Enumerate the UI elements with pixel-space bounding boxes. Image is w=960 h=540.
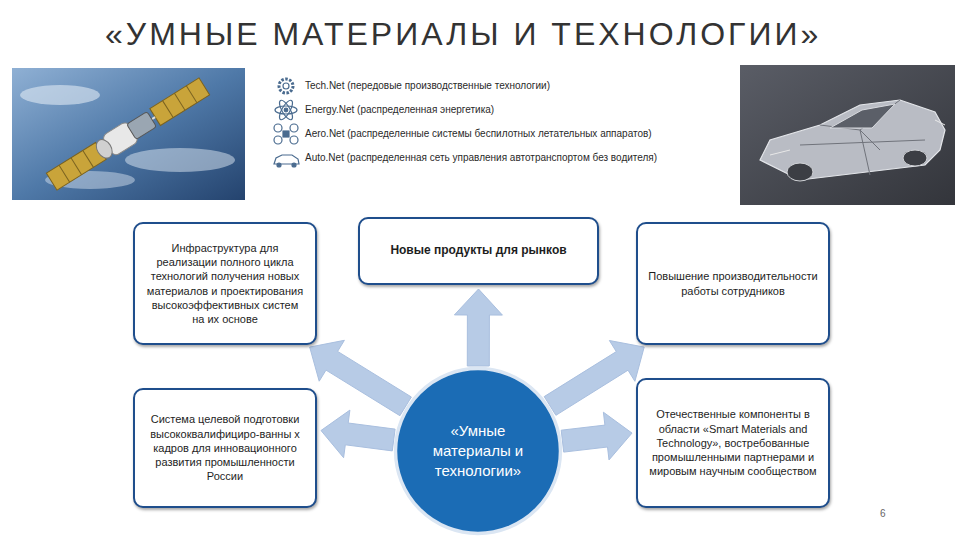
block-arrow — [321, 410, 395, 458]
legend-text: Tech.Net (передовые производственные тех… — [305, 79, 675, 94]
node-text: Новые продукты для рынков — [390, 243, 566, 259]
legend-text: Aero.Net (распределенные системы беспило… — [305, 127, 675, 142]
car-icon — [274, 155, 299, 167]
heading-box: Новые продукты для рынков — [358, 217, 599, 285]
drone-icon — [274, 124, 298, 144]
node-text: Отечественные компоненты в области «Smar… — [648, 407, 818, 478]
node-text: Инфраструктура для реализации полного ци… — [145, 241, 305, 327]
block-arrow — [310, 340, 412, 415]
process-box: Система целевой подготовки высококвалифи… — [133, 388, 317, 508]
node-text: Система целевой подготовки высококвалифи… — [145, 412, 305, 483]
node-text: «Умные материалы и технологии» — [422, 421, 534, 482]
legend-text: Auto.Net (распределенная сеть управления… — [305, 151, 675, 166]
gear-icon — [279, 79, 293, 93]
car-picture — [740, 65, 955, 205]
process-box: Отечественные компоненты в области «Smar… — [636, 378, 830, 508]
block-arrow — [544, 341, 644, 416]
page-number: 6 — [880, 508, 886, 519]
atom-icon — [275, 98, 297, 121]
slide-title: «УМНЫЕ МАТЕРИАЛЫ И ТЕХНОЛОГИИ» — [105, 16, 821, 53]
circle-fill — [396, 369, 561, 534]
center-circle: «Умные материалы и технологии» — [393, 366, 563, 536]
legend-icons — [274, 79, 299, 167]
block-arrow — [561, 412, 632, 460]
legend-text: Energy.Net (распределенная энергетика) — [305, 103, 675, 118]
process-box: Повышение производительности работы сотр… — [636, 222, 830, 345]
process-box: Инфраструктура для реализации полного ци… — [133, 222, 317, 345]
node-text: Повышение производительности работы сотр… — [648, 269, 818, 298]
satellite-picture — [12, 68, 245, 200]
block-arrow — [454, 289, 502, 366]
